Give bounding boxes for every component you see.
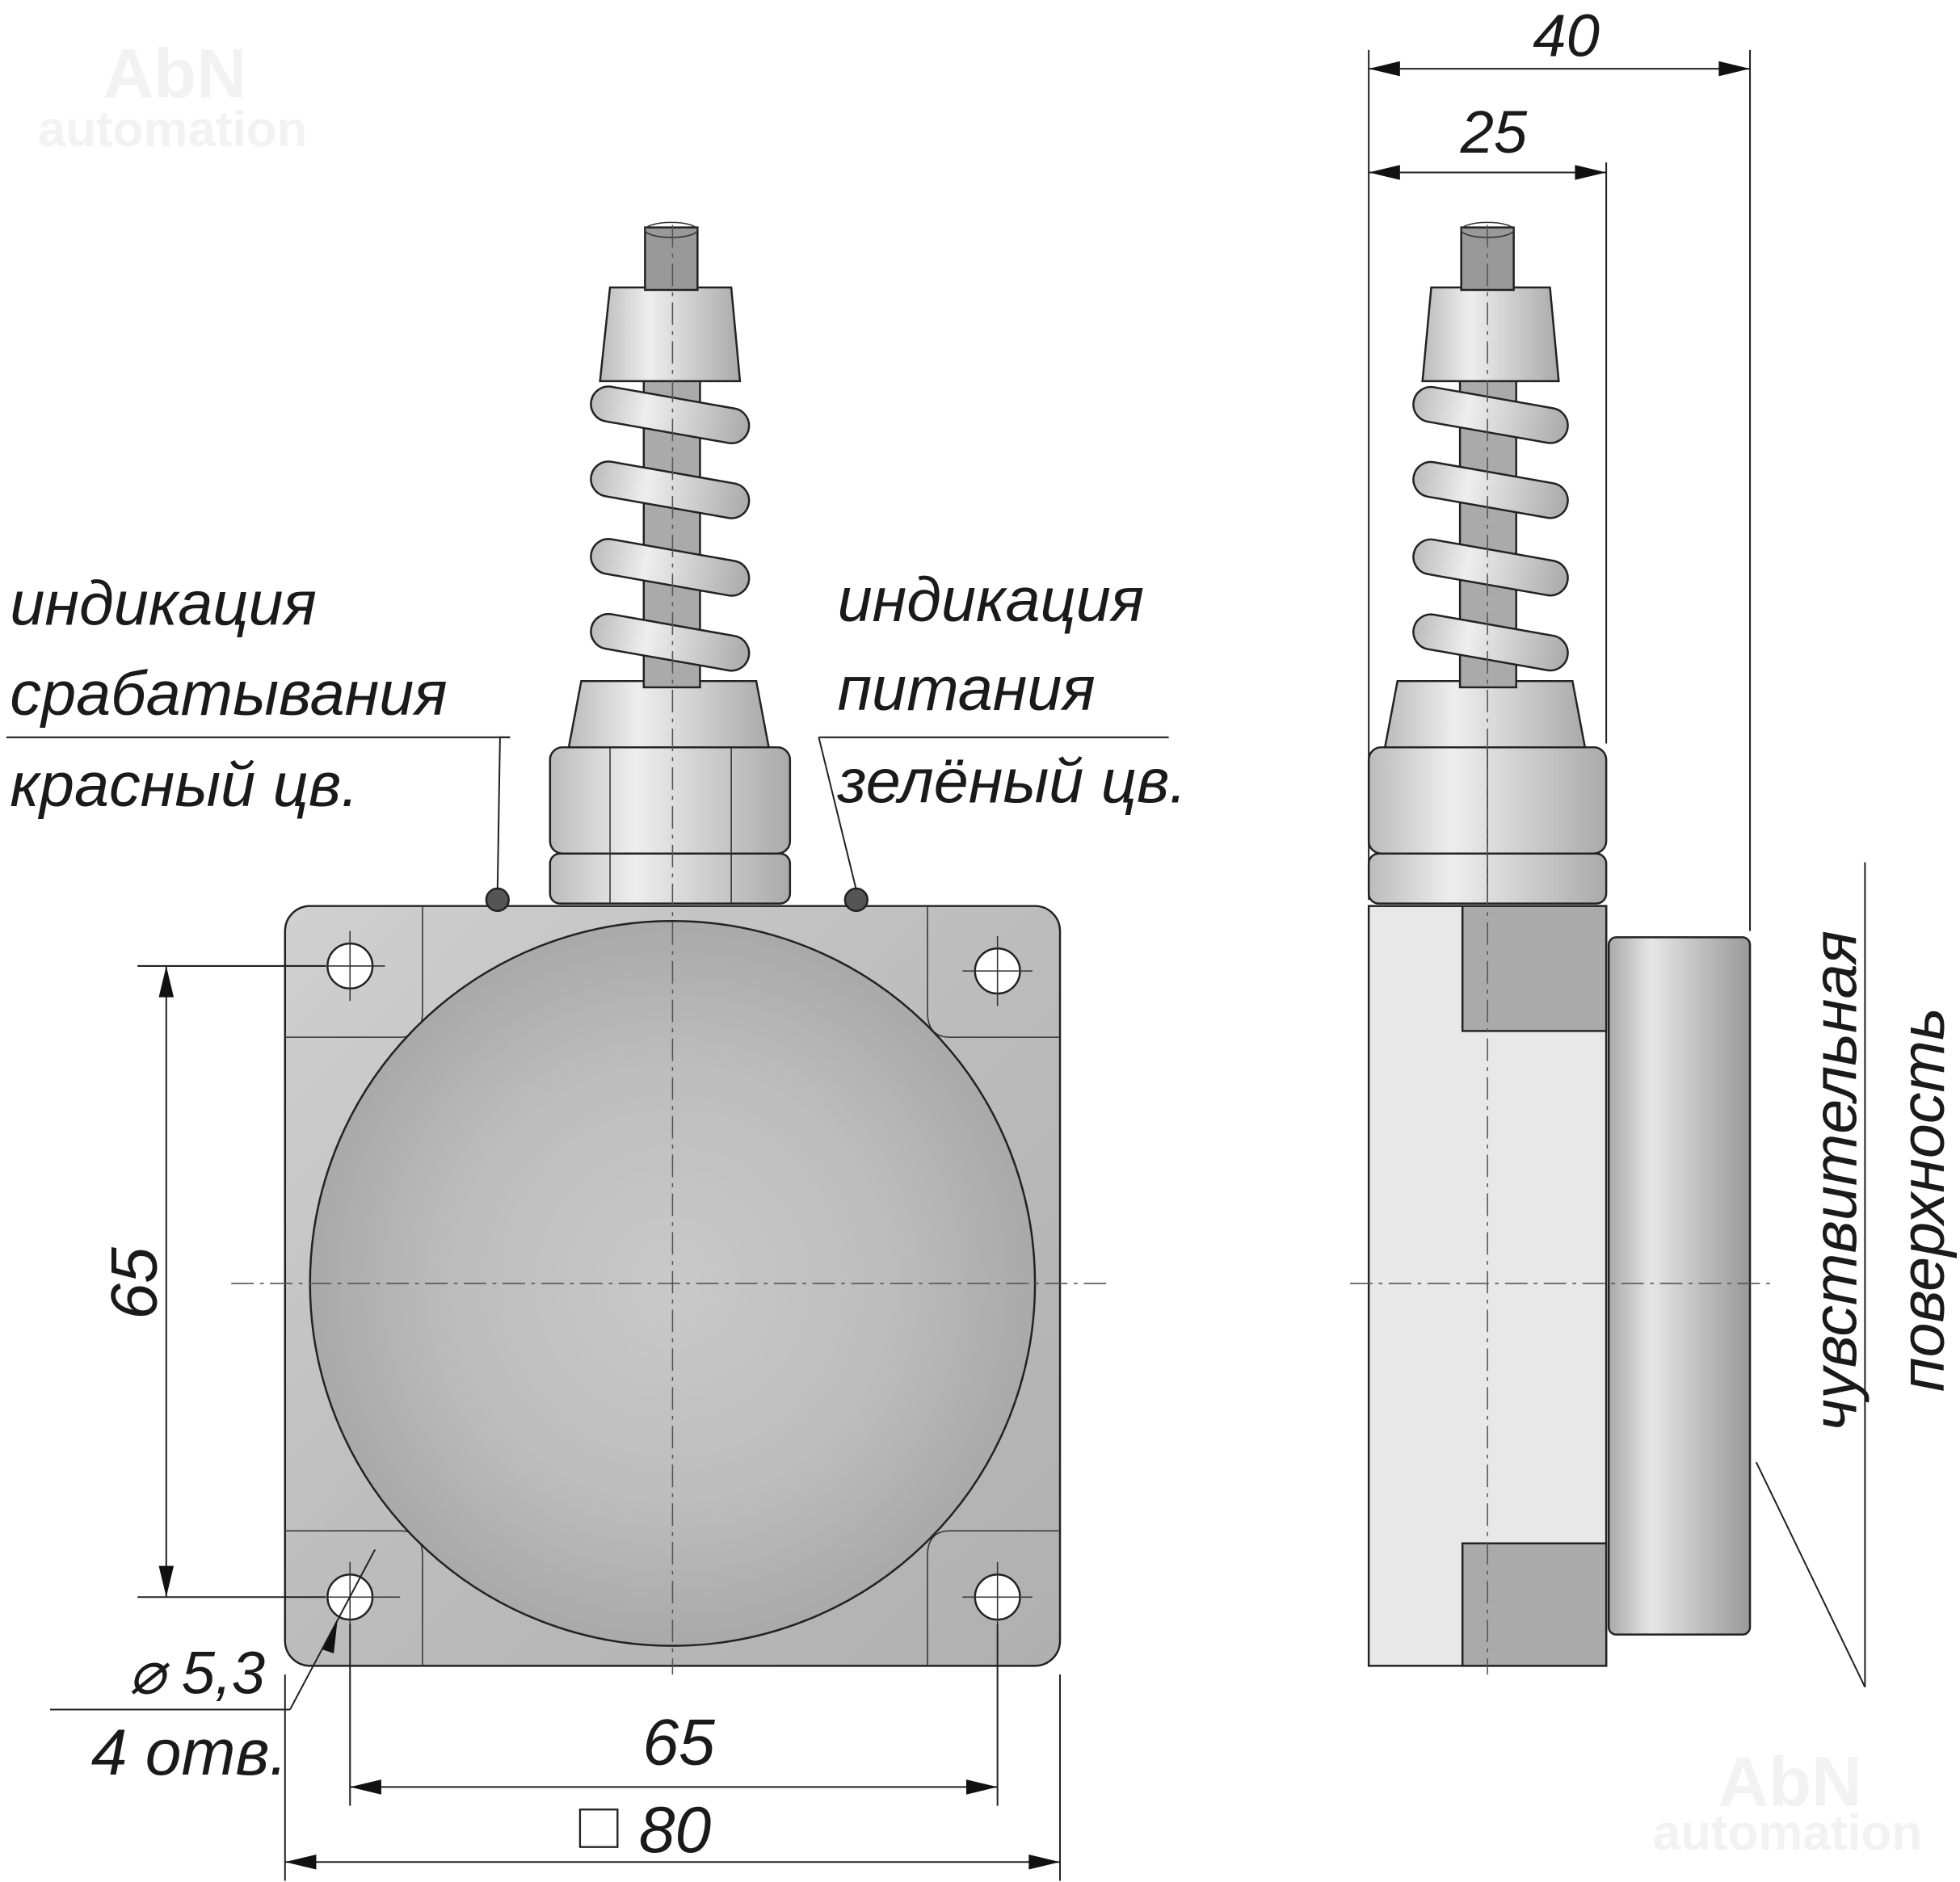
trigger-indication-label: индикация срабатывания красный цв.	[10, 569, 447, 820]
watermark-bottom: AbN automation	[1653, 1744, 1922, 1861]
cable-cap	[599, 286, 742, 383]
strain-relief-spring	[590, 373, 751, 689]
svg-text:красный цв.: красный цв.	[10, 750, 358, 820]
svg-text:80: 80	[639, 1794, 712, 1867]
dim-total-depth: 40	[1533, 2, 1600, 69]
svg-text:индикация: индикация	[10, 569, 316, 639]
svg-text:питания: питания	[838, 654, 1096, 724]
power-indication-label: индикация питания зелёный цв.	[837, 565, 1187, 816]
svg-text:срабатывания: срабатывания	[10, 659, 447, 729]
cable-gland	[567, 679, 771, 749]
svg-text:поверхность: поверхность	[1888, 1007, 1958, 1392]
lock-nut	[549, 852, 792, 905]
dim-body-depth: 25	[1460, 99, 1528, 166]
led-trigger-indicator	[485, 887, 510, 913]
front-view	[231, 221, 1112, 1675]
hex-nut	[549, 746, 792, 855]
dim-hole-spacing-vertical: 65	[98, 1247, 170, 1320]
side-view	[1349, 221, 1775, 1675]
svg-text:automation: automation	[38, 102, 307, 158]
watermark-top: AbN automation	[38, 36, 307, 158]
svg-text:automation: automation	[1653, 1805, 1922, 1861]
svg-text:чувствительная: чувствительная	[1801, 930, 1870, 1431]
svg-text:AbN: AbN	[103, 36, 247, 113]
svg-text:индикация: индикация	[838, 565, 1144, 635]
holes-diameter-label: ⌀ 5,3	[128, 1639, 265, 1706]
sensing-surface-label: чувствительная поверхность	[1801, 930, 1958, 1431]
svg-text:зелёный цв.: зелёный цв.	[837, 746, 1187, 816]
svg-text:AbN: AbN	[1718, 1744, 1862, 1821]
dim-body-size: 80	[578, 1794, 712, 1867]
sensing-face	[1607, 936, 1752, 1636]
led-power-indicator	[843, 887, 869, 913]
dim-hole-spacing-horizontal: 65	[642, 1707, 715, 1779]
dimensions	[6, 49, 1866, 1881]
holes-count-label: 4 отв.	[91, 1716, 288, 1789]
